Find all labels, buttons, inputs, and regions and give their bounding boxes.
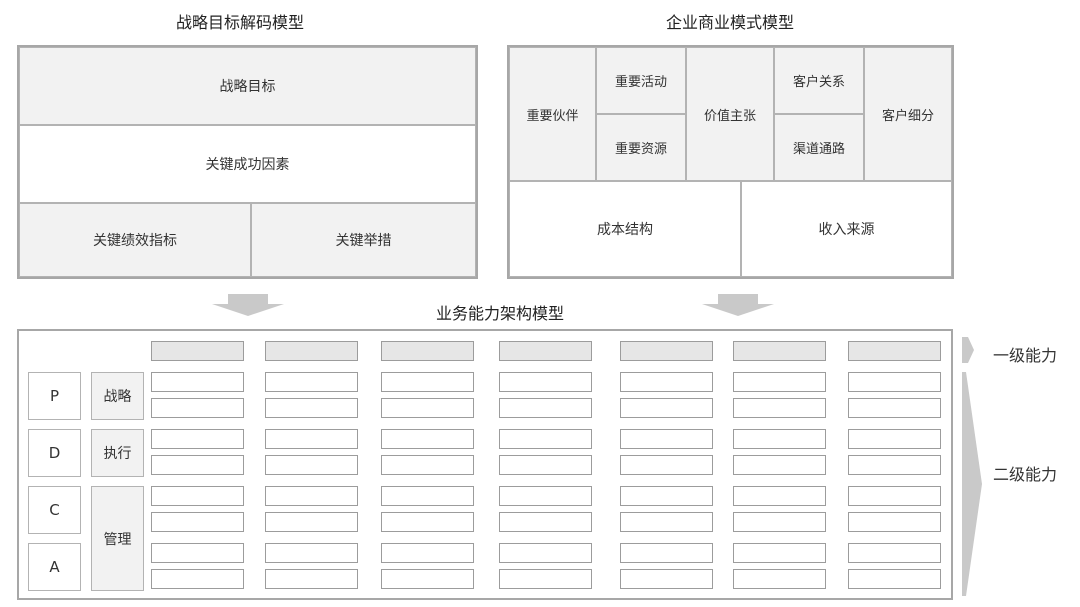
key-resources-box: 重要资源 bbox=[596, 114, 686, 181]
level2-capability-slot bbox=[620, 512, 713, 532]
level2-capability-slot bbox=[381, 486, 474, 506]
level2-capability-slot bbox=[151, 486, 244, 506]
level2-capability-slot bbox=[151, 455, 244, 475]
level2-capability-slot bbox=[733, 429, 826, 449]
level2-capability-slot bbox=[620, 429, 713, 449]
level2-capability-slot bbox=[499, 486, 592, 506]
level2-capability-slot bbox=[151, 372, 244, 392]
level2-capability-slot bbox=[733, 543, 826, 563]
cost-structure-box: 成本结构 bbox=[509, 181, 741, 277]
group-management-box: 管理 bbox=[91, 486, 144, 591]
level2-capability-slot bbox=[848, 429, 941, 449]
level1-arrow-icon bbox=[962, 337, 974, 363]
level1-capability-slot bbox=[733, 341, 826, 361]
level2-capability-slot bbox=[848, 372, 941, 392]
right-model-title: 企业商业模式模型 bbox=[665, 13, 794, 32]
group-strategy-box: 战略 bbox=[91, 372, 144, 420]
level2-capability-slot bbox=[381, 569, 474, 589]
level2-capability-slot bbox=[265, 543, 358, 563]
level2-capability-slot bbox=[620, 372, 713, 392]
level2-capability-slot bbox=[499, 543, 592, 563]
level2-capability-slot bbox=[151, 398, 244, 418]
customer-relationships-box: 客户关系 bbox=[774, 47, 864, 114]
level2-capability-slot bbox=[381, 455, 474, 475]
level2-capability-slot bbox=[733, 455, 826, 475]
architecture-title: 业务能力架构模型 bbox=[435, 304, 564, 323]
level2-capability-slot bbox=[265, 486, 358, 506]
business-model-canvas: 重要伙伴 重要活动 重要资源 价值主张 客户关系 渠道通路 客户细分 成本结构 … bbox=[507, 45, 954, 279]
level2-capability-slot bbox=[848, 569, 941, 589]
level2-capability-slot bbox=[499, 372, 592, 392]
level2-capability-slot bbox=[151, 569, 244, 589]
level2-capability-slot bbox=[265, 512, 358, 532]
level2-capability-slot bbox=[265, 398, 358, 418]
down-arrow-icon-right bbox=[702, 294, 774, 316]
level2-capability-slot bbox=[620, 455, 713, 475]
level2-capability-slot bbox=[848, 486, 941, 506]
level2-capability-slot bbox=[381, 543, 474, 563]
level1-capability-slot bbox=[151, 341, 244, 361]
level2-capability-slot bbox=[499, 455, 592, 475]
pdca-p-box: P bbox=[28, 372, 81, 420]
pdca-a-box: A bbox=[28, 543, 81, 591]
level2-capability-slot bbox=[848, 512, 941, 532]
key-activities-box: 重要活动 bbox=[596, 47, 686, 114]
level2-capability-slot bbox=[265, 569, 358, 589]
level2-arrow-icon bbox=[962, 372, 982, 596]
key-partners-box: 重要伙伴 bbox=[509, 47, 596, 181]
down-arrow-icon-left bbox=[212, 294, 284, 316]
level2-capability-slot bbox=[733, 512, 826, 532]
level2-capability-slot bbox=[265, 455, 358, 475]
kpi-box: 关键绩效指标 bbox=[19, 203, 251, 277]
level2-capability-slot bbox=[265, 372, 358, 392]
channels-box: 渠道通路 bbox=[774, 114, 864, 181]
revenue-streams-box: 收入来源 bbox=[741, 181, 952, 277]
level2-capability-slot bbox=[733, 372, 826, 392]
level2-capability-slot bbox=[733, 569, 826, 589]
level1-capability-label: 一级能力 bbox=[993, 346, 1058, 365]
level2-capability-label: 二级能力 bbox=[993, 465, 1058, 484]
pdca-d-box: D bbox=[28, 429, 81, 477]
level2-capability-slot bbox=[620, 543, 713, 563]
left-model-title: 战略目标解码模型 bbox=[175, 13, 304, 32]
level2-capability-slot bbox=[733, 486, 826, 506]
level2-capability-slot bbox=[499, 569, 592, 589]
level1-capability-slot bbox=[620, 341, 713, 361]
level2-capability-slot bbox=[381, 512, 474, 532]
level2-capability-slot bbox=[499, 398, 592, 418]
level2-capability-slot bbox=[381, 372, 474, 392]
level1-capability-slot bbox=[848, 341, 941, 361]
strategic-goal-box: 战略目标 bbox=[19, 47, 476, 125]
level2-capability-slot bbox=[381, 398, 474, 418]
level2-capability-slot bbox=[151, 543, 244, 563]
level2-capability-slot bbox=[151, 512, 244, 532]
level2-capability-slot bbox=[499, 429, 592, 449]
level2-capability-slot bbox=[620, 486, 713, 506]
strategy-decoding-model: 战略目标 关键成功因素 关键绩效指标 关键举措 bbox=[17, 45, 478, 279]
level2-capability-slot bbox=[848, 543, 941, 563]
customer-segments-box: 客户细分 bbox=[864, 47, 952, 181]
pdca-c-box: C bbox=[28, 486, 81, 534]
level2-capability-slot bbox=[620, 398, 713, 418]
group-execution-box: 执行 bbox=[91, 429, 144, 477]
level1-capability-slot bbox=[499, 341, 592, 361]
level2-capability-slot bbox=[151, 429, 244, 449]
level2-capability-slot bbox=[733, 398, 826, 418]
level2-capability-slot bbox=[848, 455, 941, 475]
level2-capability-slot bbox=[499, 512, 592, 532]
level1-capability-slot bbox=[381, 341, 474, 361]
value-proposition-box: 价值主张 bbox=[686, 47, 774, 181]
level2-capability-slot bbox=[381, 429, 474, 449]
level1-capability-slot bbox=[265, 341, 358, 361]
level2-capability-slot bbox=[265, 429, 358, 449]
key-success-factors-box: 关键成功因素 bbox=[19, 125, 476, 203]
level2-capability-slot bbox=[848, 398, 941, 418]
key-measures-box: 关键举措 bbox=[251, 203, 476, 277]
level2-capability-slot bbox=[620, 569, 713, 589]
